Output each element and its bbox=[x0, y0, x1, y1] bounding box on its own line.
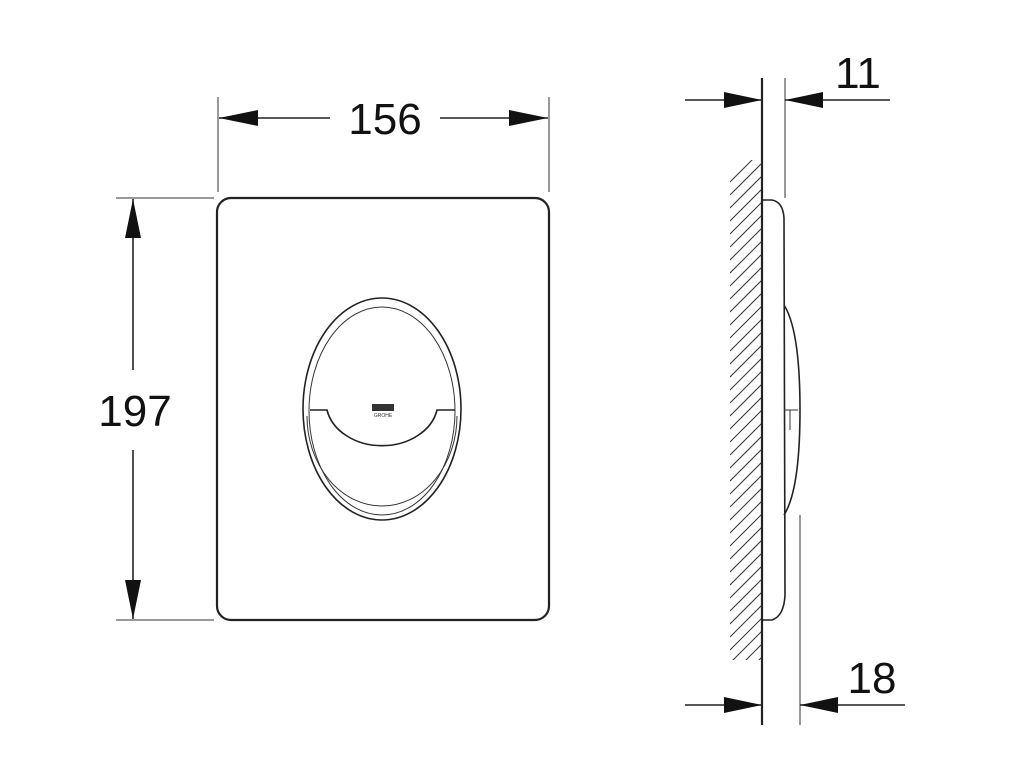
hatch-line bbox=[730, 370, 762, 404]
hatch-line bbox=[758, 656, 762, 660]
hatch-line bbox=[730, 552, 762, 586]
hatch-line bbox=[730, 448, 762, 482]
total-depth-dimension: 18 bbox=[685, 654, 905, 713]
arrowhead-right bbox=[724, 92, 762, 108]
hatch-line bbox=[730, 617, 762, 651]
arrowhead-right bbox=[509, 110, 548, 126]
arrowhead-left bbox=[800, 697, 838, 713]
hatch-line bbox=[730, 422, 762, 456]
flush-button-outer-oval bbox=[302, 297, 462, 521]
hatch-line bbox=[730, 604, 762, 638]
hatch-line bbox=[730, 461, 762, 495]
hatch-line bbox=[730, 591, 762, 625]
button-side-bulge bbox=[783, 304, 801, 516]
arrowhead-left bbox=[785, 92, 823, 108]
hatch-line bbox=[730, 279, 762, 313]
hatch-line bbox=[730, 175, 762, 209]
hatch-line bbox=[730, 240, 762, 274]
hatch-line bbox=[730, 670, 762, 702]
hatch-line bbox=[730, 383, 762, 417]
brand-logo: GROHE bbox=[374, 413, 393, 419]
flush-button-inner-oval bbox=[308, 306, 456, 516]
hatch-line bbox=[732, 630, 762, 660]
hatch-line bbox=[730, 331, 762, 365]
hatch-line bbox=[730, 253, 762, 287]
wall-hatching bbox=[730, 160, 762, 702]
plate-side-profile bbox=[762, 199, 786, 621]
hatch-line bbox=[730, 357, 762, 391]
hatch-line bbox=[730, 539, 762, 573]
plate-depth-dimension: 11 bbox=[685, 49, 890, 108]
height-dimension: 197 bbox=[98, 197, 214, 621]
total-depth-value: 18 bbox=[848, 654, 897, 703]
hatch-line bbox=[730, 409, 762, 443]
hatch-line bbox=[730, 396, 762, 430]
hatch-line bbox=[730, 474, 762, 508]
hatch-line bbox=[730, 214, 762, 248]
hatch-line bbox=[730, 188, 762, 222]
small-flush-crescent bbox=[310, 409, 455, 447]
hatch-line bbox=[730, 435, 762, 469]
width-value: 156 bbox=[348, 95, 421, 144]
hatch-line bbox=[730, 487, 762, 521]
arrowhead-right bbox=[724, 697, 762, 713]
hatch-line bbox=[730, 500, 762, 534]
hatch-line bbox=[730, 162, 762, 196]
width-dimension: 156 bbox=[217, 95, 550, 192]
side-view: 11 18 bbox=[685, 49, 905, 725]
brand-logo-mark bbox=[372, 404, 394, 411]
flush-button: GROHE bbox=[302, 297, 462, 521]
height-value: 197 bbox=[98, 387, 171, 436]
flush-plate-outline bbox=[215, 196, 551, 622]
arrowhead-down bbox=[125, 580, 141, 619]
front-view: GROHE 156 197 bbox=[98, 95, 551, 622]
hatch-line bbox=[730, 513, 762, 547]
hatch-line bbox=[745, 643, 762, 660]
hatch-line bbox=[730, 227, 762, 261]
arrowhead-left bbox=[219, 110, 258, 126]
plate-depth-value: 11 bbox=[835, 49, 881, 98]
hatch-line bbox=[730, 565, 762, 599]
hatch-line bbox=[730, 160, 753, 183]
arrowhead-up bbox=[125, 199, 141, 238]
hatch-line bbox=[730, 305, 762, 339]
hatch-line bbox=[730, 201, 762, 235]
hatch-line bbox=[730, 578, 762, 612]
hatch-line bbox=[730, 318, 762, 352]
hatch-line bbox=[730, 526, 762, 560]
hatch-line bbox=[730, 266, 762, 300]
hatch-line bbox=[730, 344, 762, 378]
hatch-line bbox=[730, 292, 762, 326]
small-flush-crescent-inner bbox=[306, 415, 458, 507]
